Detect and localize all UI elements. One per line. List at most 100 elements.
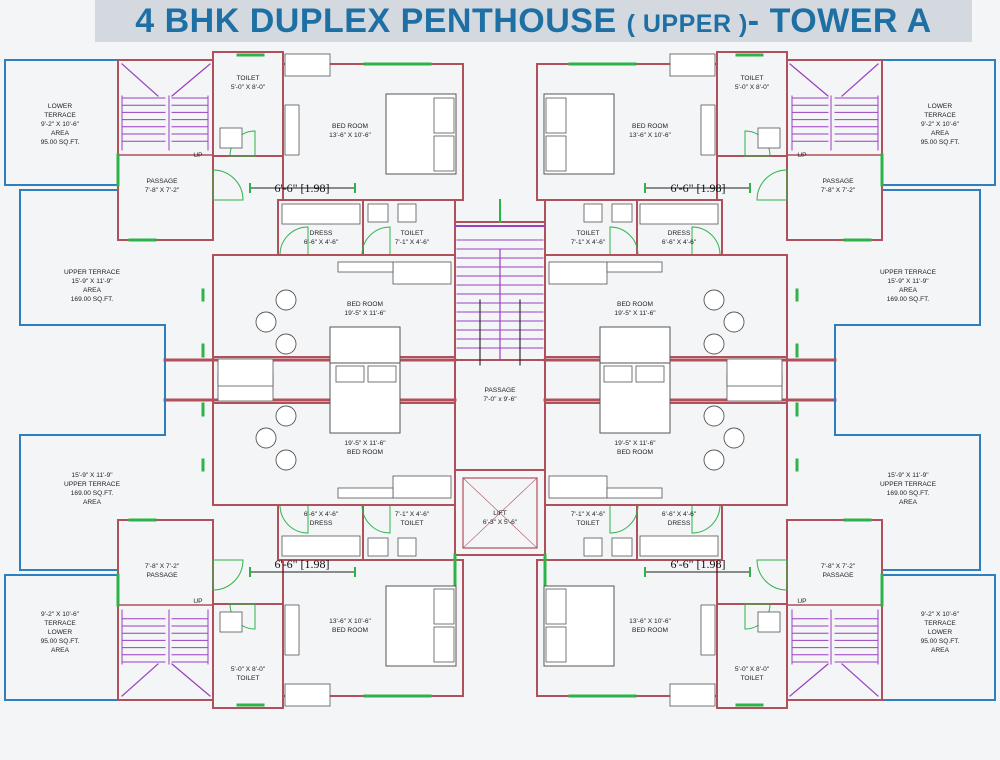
dress-rack xyxy=(639,535,719,557)
label-toilet-attached: TOILET xyxy=(401,520,424,527)
label-lower-terrace-area: AREA xyxy=(51,130,70,137)
label-bedroom: BED ROOM xyxy=(332,627,368,634)
toilet-vent xyxy=(284,53,331,77)
pillow xyxy=(367,365,397,383)
chair xyxy=(275,333,297,355)
bedroom-wardrobe xyxy=(548,475,608,499)
toilet-attached-door-swing xyxy=(609,226,639,256)
upper-terrace-outline xyxy=(19,362,166,571)
label-bedroom-large-size: 19'-5" X 11'-6" xyxy=(344,440,386,447)
label-toilet-size: 5'-0" X 8'-0" xyxy=(231,84,266,91)
chair xyxy=(703,449,725,471)
label-passage-size: 7'-8" X 7'-2" xyxy=(145,187,180,194)
lower-terrace-outline xyxy=(4,59,118,186)
bedroom-shelf xyxy=(337,261,394,273)
label-passage: PASSAGE xyxy=(146,572,178,579)
lift-car xyxy=(462,477,538,549)
label-bedroom-large-size: 19'-5" X 11'-6" xyxy=(344,310,386,317)
label-central-passage: PASSAGE xyxy=(484,387,516,394)
chair xyxy=(275,405,297,427)
label-bedroom-large: BED ROOM xyxy=(617,449,653,456)
stair-arrow xyxy=(789,663,829,697)
wardrobe xyxy=(284,104,300,156)
label-dimension: 6'-6" [1.98] xyxy=(274,181,329,195)
label-upper-terrace-size: 15'-9" X 11'-9" xyxy=(71,278,113,285)
chair xyxy=(723,311,745,333)
label-lower-terrace-area-value: 95.00 SQ.FT. xyxy=(41,638,80,645)
label-passage-size: 7'-8" X 7'-2" xyxy=(145,563,180,570)
label-up: UP xyxy=(193,598,203,605)
stair-arrow xyxy=(171,63,211,97)
chair xyxy=(255,427,277,449)
label-upper-terrace-area: AREA xyxy=(899,287,918,294)
wash-basin xyxy=(757,611,781,633)
page-title: 4 BHK DUPLEX PENTHOUSE ( UPPER )- TOWER … xyxy=(135,2,931,41)
label-bedroom: BED ROOM xyxy=(632,627,668,634)
toilet-vent xyxy=(284,683,331,707)
label-toilet-size: 5'-0" X 8'-0" xyxy=(735,84,770,91)
passage-door-swing xyxy=(212,169,244,201)
label-bedroom-size: 13'-6" X 10'-6" xyxy=(329,618,371,625)
pillow xyxy=(335,365,365,383)
label-upper-terrace-area-value: 169.00 SQ.FT. xyxy=(887,296,930,303)
upper-terrace-outline xyxy=(834,189,981,398)
wash-basin xyxy=(219,611,243,633)
label-toilet-attached-size: 7'-1" X 4'-6" xyxy=(571,239,606,246)
label-toilet-attached-size: 7'-1" X 4'-6" xyxy=(395,511,430,518)
lower-terrace-outline xyxy=(882,574,996,701)
label-passage: PASSAGE xyxy=(146,178,178,185)
label-upper-terrace-size: 15'-9" X 11'-9" xyxy=(887,472,929,479)
label-toilet: TOILET xyxy=(741,75,764,82)
title-main: 4 BHK DUPLEX PENTHOUSE xyxy=(135,1,617,40)
label-dress-size: 6'-6" X 4'-6" xyxy=(662,511,697,518)
wc xyxy=(583,203,603,223)
basin xyxy=(611,203,633,223)
label-lift-size: 6'-3" X 5'-6" xyxy=(483,519,518,526)
pillow xyxy=(603,365,633,383)
stair-arrow xyxy=(121,63,159,97)
bedroom-shelf xyxy=(606,487,663,499)
chair xyxy=(275,289,297,311)
label-dress: DRESS xyxy=(310,230,333,237)
label-toilet: TOILET xyxy=(237,675,260,682)
label-lower-terrace-area-value: 95.00 SQ.FT. xyxy=(921,139,960,146)
wc xyxy=(397,537,417,557)
label-passage: PASSAGE xyxy=(822,572,854,579)
label-upper-terrace-area-value: 169.00 SQ.FT. xyxy=(71,490,114,497)
stair-arrow xyxy=(789,63,829,97)
chair xyxy=(723,427,745,449)
lift-shaft xyxy=(454,469,546,556)
lower-terrace-outline xyxy=(882,59,996,186)
lower-terrace-outline xyxy=(4,574,118,701)
basin xyxy=(367,537,389,557)
label-toilet-attached: TOILET xyxy=(577,230,600,237)
upper-terrace-outline xyxy=(19,189,166,398)
dress-door-swing xyxy=(279,226,309,256)
label-upper-terrace: UPPER TERRACE xyxy=(64,269,121,276)
label-lower-terrace-area: AREA xyxy=(931,130,950,137)
passage-door-swing xyxy=(756,559,788,591)
label-passage-size: 7'-8" X 7'-2" xyxy=(821,187,856,194)
chair xyxy=(703,405,725,427)
chair xyxy=(703,289,725,311)
label-up: UP xyxy=(193,152,203,159)
label-dress-size: 6'-6" X 4'-6" xyxy=(304,239,339,246)
label-up: UP xyxy=(797,152,807,159)
upper-terrace-outline xyxy=(834,362,981,571)
label-toilet-attached: TOILET xyxy=(577,520,600,527)
label-dress: DRESS xyxy=(668,230,691,237)
stair-arrow xyxy=(841,663,879,697)
title-paren: ( UPPER ) xyxy=(626,9,748,38)
label-lower-terrace-size: 9'-2" X 10'-6" xyxy=(921,121,960,128)
wash-basin xyxy=(219,127,243,149)
label-toilet-size: 5'-0" X 8'-0" xyxy=(735,666,770,673)
stair-arrow xyxy=(121,663,159,697)
pillow xyxy=(433,97,455,134)
label-upper-terrace-area-value: 169.00 SQ.FT. xyxy=(887,490,930,497)
label-upper-terrace: UPPER TERRACE xyxy=(880,269,937,276)
wardrobe xyxy=(284,604,300,656)
lift-diagonal xyxy=(462,477,538,549)
wc xyxy=(397,203,417,223)
